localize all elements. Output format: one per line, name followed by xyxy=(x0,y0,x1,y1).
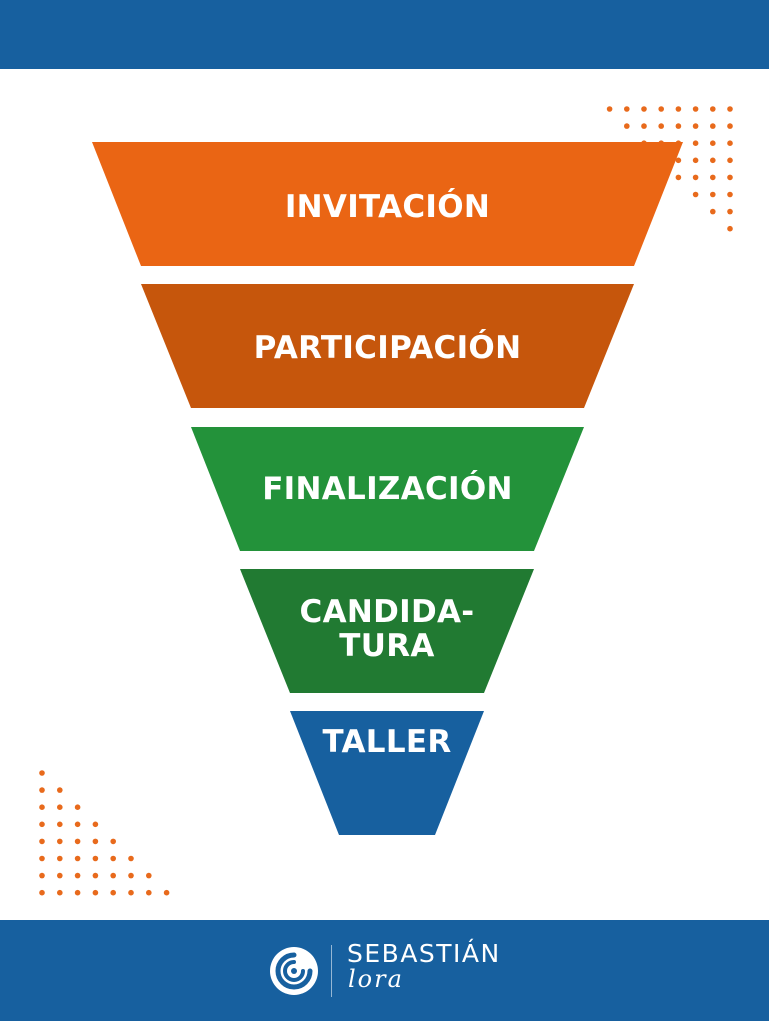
brand-script-name: lora xyxy=(348,965,404,993)
funnel-stage-label-line: PARTICIPACIÓN xyxy=(253,330,522,366)
funnel-stage-1 xyxy=(92,142,683,266)
brand-name: SEBASTIÁN xyxy=(347,939,501,968)
funnel-stage-label-line: TALLER xyxy=(322,724,452,760)
funnel-stage-label-5: TALLER xyxy=(300,725,474,759)
funnel-stage-3 xyxy=(191,427,584,551)
funnel-stage-label-line: FINALIZACIÓN xyxy=(262,471,513,507)
swirl-logo-icon xyxy=(270,947,318,995)
logo-divider xyxy=(331,945,332,997)
funnel-stage-label-1: INVITACIÓN xyxy=(102,190,673,224)
funnel-stage-label-4: CANDIDA-TURA xyxy=(250,595,524,663)
funnel-stage-4 xyxy=(240,569,534,693)
funnel-stage-label-2: PARTICIPACIÓN xyxy=(151,331,624,365)
funnel-stage-2 xyxy=(141,284,634,408)
funnel-stage-label-3: FINALIZACIÓN xyxy=(201,472,574,506)
funnel-stage-label-line: INVITACIÓN xyxy=(284,189,491,225)
funnel-stage-label-line: CANDIDA- xyxy=(299,594,475,630)
funnel-stage-5 xyxy=(290,711,484,835)
bottom-footer-bar xyxy=(0,920,769,1021)
funnel-stage-label-line: TURA xyxy=(339,628,435,664)
top-header-bar xyxy=(0,0,769,69)
